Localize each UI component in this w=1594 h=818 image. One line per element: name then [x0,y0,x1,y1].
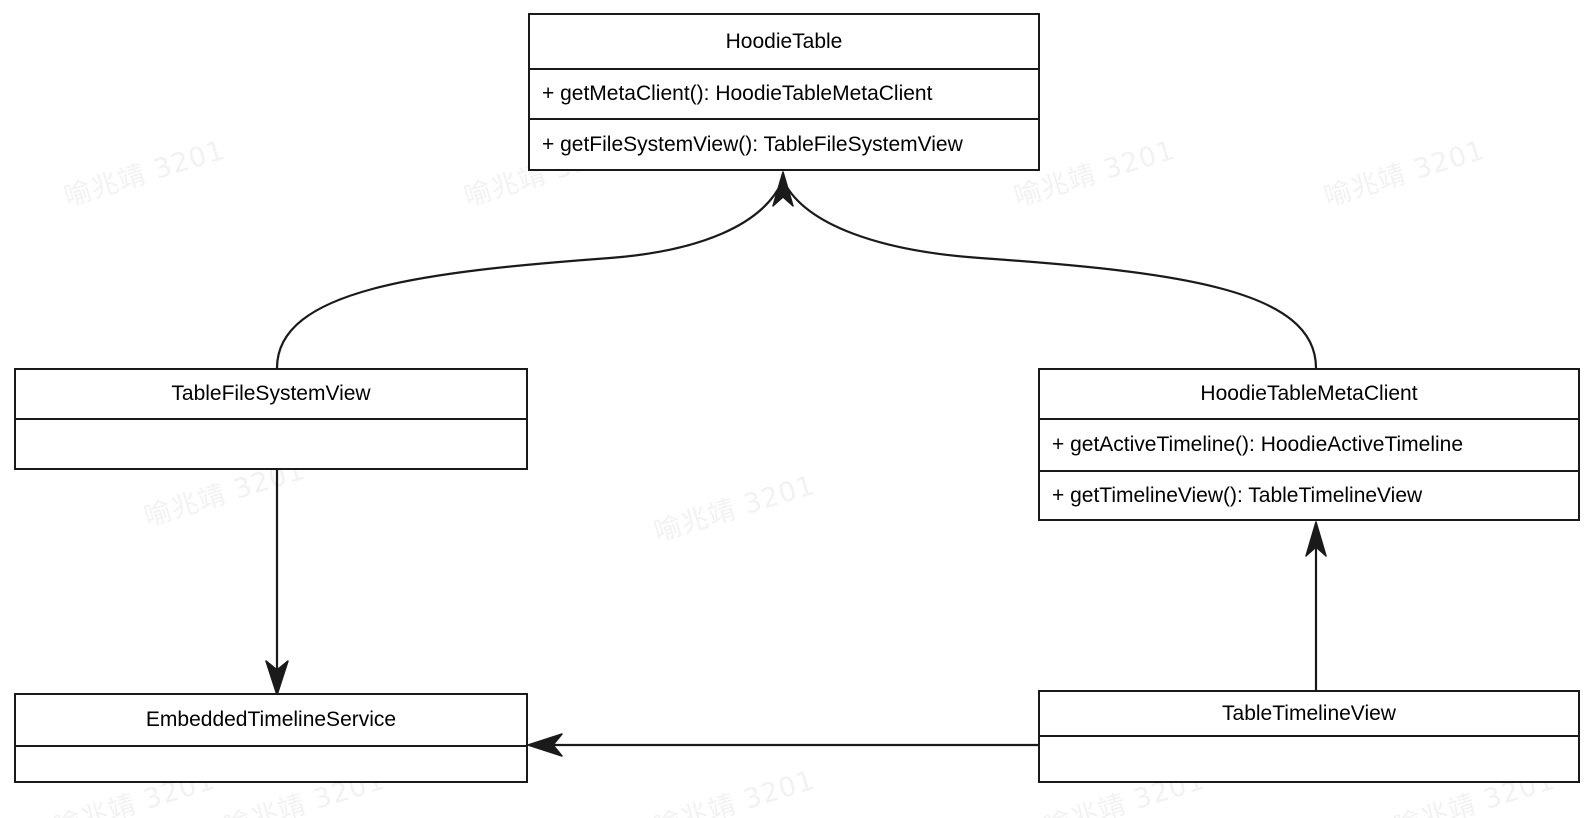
class-members-table-file-system-view [16,420,526,468]
class-box-embedded-timeline-service[interactable]: EmbeddedTimelineService [14,693,528,783]
class-name-table-timeline-view: TableTimelineView [1040,692,1578,737]
class-box-table-file-system-view[interactable]: TableFileSystemView [14,368,528,470]
class-members-embedded-timeline-service [16,747,526,781]
arrowhead-into-hoodietable [772,171,794,207]
arrowhead-into-embeddedtimelineservice-top [265,660,289,696]
class-name-embedded-timeline-service: EmbeddedTimelineService [16,695,526,747]
arrowhead-into-embeddedtimelineservice-right [527,733,563,757]
class-name-table-file-system-view: TableFileSystemView [16,370,526,420]
class-method-hoodie-table-meta-client-1: + getTimelineView(): TableTimelineView [1052,483,1423,507]
class-method-hoodie-table-meta-client-0: + getActiveTimeline(): HoodieActiveTimel… [1040,420,1578,472]
arrowhead-into-hoodietablemetaclient [1305,521,1327,557]
class-method-hoodie-table-1: + getFileSystemView(): TableFileSystemVi… [542,132,963,156]
edge-tablefilesystemview-to-hoodietable [275,181,783,369]
edge-hoodietablemetaclient-to-hoodietable [783,181,1318,369]
class-box-table-timeline-view[interactable]: TableTimelineView [1038,690,1580,783]
class-method-hoodie-table-0: + getMetaClient(): HoodieTableMetaClient [530,70,1038,120]
class-box-hoodie-table[interactable]: HoodieTable + getMetaClient(): HoodieTab… [528,13,1040,171]
class-name-hoodie-table-meta-client: HoodieTableMetaClient [1040,370,1578,420]
class-members-table-timeline-view [1040,737,1578,781]
class-box-hoodie-table-meta-client[interactable]: HoodieTableMetaClient + getActiveTimelin… [1038,368,1580,521]
class-name-hoodie-table: HoodieTable [530,15,1038,70]
